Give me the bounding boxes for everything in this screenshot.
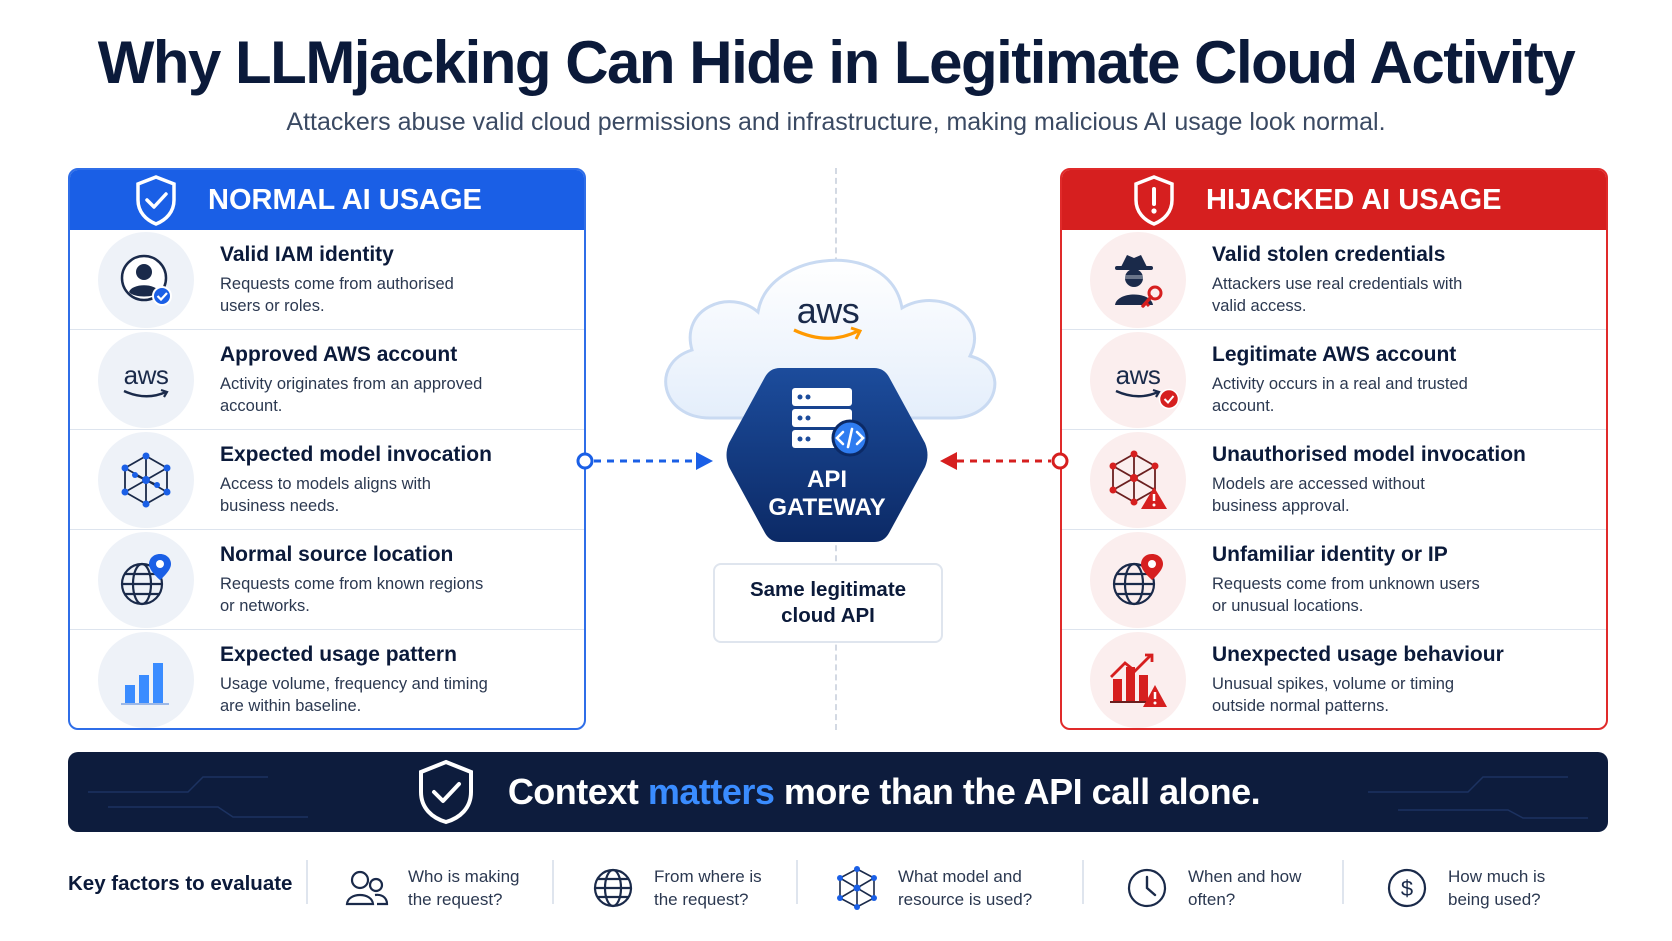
item-title: Approved AWS account xyxy=(220,342,458,366)
hijacked-panel-header: HIJACKED AI USAGE xyxy=(1062,170,1606,230)
divider xyxy=(796,860,798,904)
gateway-line-1: API xyxy=(806,466,847,493)
svg-text:$: $ xyxy=(1401,876,1413,901)
item-title: Expected usage pattern xyxy=(220,643,457,666)
normal-panel-header: NORMAL AI USAGE xyxy=(70,170,584,230)
aws-logo-text: aws xyxy=(1115,359,1161,390)
divider xyxy=(1342,860,1344,904)
neural-network-icon xyxy=(98,431,194,528)
item-desc: Requests come from known regions or netw… xyxy=(220,574,484,615)
item-desc: Activity originates from an approved acc… xyxy=(220,374,483,415)
check-badge-icon xyxy=(1158,388,1180,409)
divider xyxy=(306,860,308,904)
globe-icon xyxy=(590,865,636,911)
divider xyxy=(1082,860,1084,904)
same-cloud-api-box: Same legitimate cloud API xyxy=(713,563,943,643)
api-gateway-label: API GATEWAY xyxy=(722,466,932,522)
banner-part-2: more than the API call alone. xyxy=(774,771,1261,812)
factor-item: What model and resource is used? xyxy=(834,858,1038,918)
hijacked-arrow-connector xyxy=(940,452,1069,470)
item-desc: Usage volume, frequency and timing are w… xyxy=(220,675,488,715)
gateway-line-2: GATEWAY xyxy=(768,494,886,521)
item-desc: Attackers use real credentials with vali… xyxy=(1212,274,1463,315)
banner-message: Context matters more than the API call a… xyxy=(507,771,1261,813)
user-check-icon xyxy=(98,231,194,328)
users-icon xyxy=(344,865,390,911)
context-banner: Context matters more than the API call a… xyxy=(68,752,1608,832)
item-desc: Requests come from authorised users or r… xyxy=(220,274,454,315)
factor-item: From where is the request? xyxy=(590,858,784,918)
banner-part-1: Context xyxy=(507,771,648,812)
item-title: Valid stolen credentials xyxy=(1212,242,1446,266)
shield-alert-icon xyxy=(1124,170,1184,230)
hijacked-panel-title: HIJACKED AI USAGE xyxy=(1206,183,1502,216)
api-gateway-hexagon xyxy=(726,368,928,542)
item-desc: Activity occurs in a real and trusted ac… xyxy=(1212,374,1468,415)
aws-logo-text: aws xyxy=(123,359,169,390)
item-title: Unauthorised model invocation xyxy=(1212,442,1526,466)
neural-network-warning-icon xyxy=(1090,431,1186,528)
key-factors-bar: Key factors to evaluate Who is making th… xyxy=(0,852,1672,924)
network-icon xyxy=(834,865,880,911)
spike-chart-warning-icon xyxy=(1090,632,1186,728)
item-title: Legitimate AWS account xyxy=(1212,342,1457,366)
divider xyxy=(552,860,554,904)
item-title: Unexpected usage behaviour xyxy=(1212,643,1504,666)
item-title: Normal source location xyxy=(220,542,454,566)
item-desc: Requests come from unknown users or unus… xyxy=(1212,574,1480,615)
shield-check-icon xyxy=(418,759,473,825)
circuit-pattern xyxy=(88,776,1588,819)
server-code-icon xyxy=(792,388,869,457)
factor-text: From where is the request? xyxy=(654,867,762,909)
item-title: Unfamiliar identity or IP xyxy=(1212,542,1448,566)
hijacked-item: Unfamiliar identity or IP Requests come f… xyxy=(1062,530,1606,630)
cloud-aws-logo: aws xyxy=(778,290,878,350)
normal-panel-title: NORMAL AI USAGE xyxy=(208,183,482,216)
same-cloud-api-text: Same legitimate cloud API xyxy=(749,578,907,627)
factor-item: When and how often? xyxy=(1124,858,1318,918)
item-desc: Access to models aligns with business ne… xyxy=(220,474,431,515)
dollar-icon: $ xyxy=(1384,865,1430,911)
normal-arrow-connector xyxy=(576,452,713,470)
page-subtitle: Attackers abuse valid cloud permissions … xyxy=(286,108,1386,136)
aws-logo: aws xyxy=(98,331,194,428)
hijacked-usage-panel: HIJACKED AI USAGE Valid stolen credentia… xyxy=(1060,168,1608,730)
shield-check-icon xyxy=(126,170,186,230)
factor-item: $ How much is being used? xyxy=(1384,858,1578,918)
banner-highlight: matters xyxy=(647,771,775,812)
globe-pin-icon xyxy=(98,531,194,628)
globe-pin-icon xyxy=(1090,531,1186,628)
page-title: Why LLMjacking Can Hide in Legitimate Cl… xyxy=(97,29,1576,96)
spy-key-icon xyxy=(1090,231,1186,328)
factor-text: How much is being used? xyxy=(1448,867,1546,909)
key-factors-label: Key factors to evaluate xyxy=(68,872,293,895)
clock-icon xyxy=(1124,865,1170,911)
item-desc: Models are accessed without business app… xyxy=(1212,474,1425,515)
cloud-aws-text: aws xyxy=(796,290,860,331)
item-title: Expected model invocation xyxy=(220,442,492,466)
aws-logo: aws xyxy=(1090,331,1186,428)
factor-text: When and how often? xyxy=(1188,867,1302,909)
bar-chart-icon xyxy=(98,632,194,728)
factor-text: What model and resource is used? xyxy=(898,867,1033,909)
factor-text: Who is making the request? xyxy=(408,867,520,909)
item-desc: Unusual spikes, volume or timing outside… xyxy=(1212,675,1455,715)
factor-item: Who is making the request? xyxy=(344,858,538,918)
item-title: Valid IAM identity xyxy=(220,242,394,266)
